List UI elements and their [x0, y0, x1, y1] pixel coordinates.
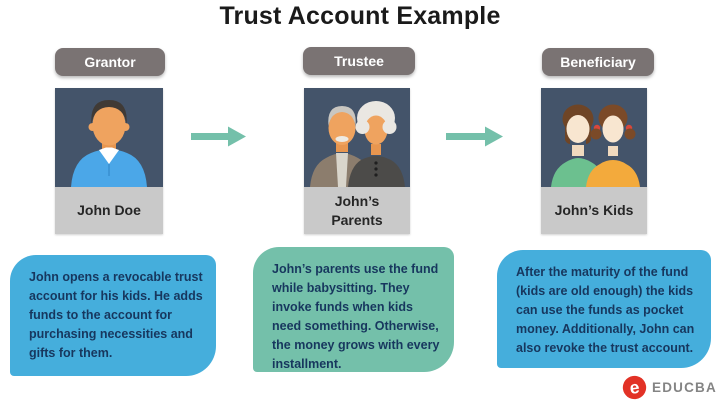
role-label-beneficiary-text: Beneficiary [560, 54, 636, 70]
beneficiary-portrait [541, 88, 647, 187]
grantor-card: John Doe [55, 88, 163, 234]
elderly-couple-figure-icon [304, 88, 410, 187]
educba-logo-text: EDUCBA [652, 380, 717, 395]
trustee-description-box: John’s parents use the fund while babysi… [253, 247, 454, 372]
trustee-portrait [304, 88, 410, 187]
trustee-description-text: John’s parents use the fund while babysi… [272, 262, 440, 371]
beneficiary-name-strip: John’s Kids [541, 187, 647, 234]
grantor-description-text: John opens a revocable trust account for… [29, 270, 203, 360]
grantor-name-strip: John Doe [55, 187, 163, 234]
role-label-trustee-text: Trustee [334, 53, 384, 69]
role-label-trustee: Trustee [303, 47, 415, 75]
man-figure-icon [55, 88, 163, 187]
grantor-description-box: John opens a revocable trust account for… [10, 255, 216, 376]
beneficiary-description-box: After the maturity of the fund (kids are… [497, 250, 711, 368]
arrow-trustee-to-beneficiary-icon [446, 123, 503, 155]
trustee-card: John’s Parents [304, 88, 410, 234]
educba-logo: e EDUCBA [622, 375, 717, 400]
beneficiary-description-text: After the maturity of the fund (kids are… [516, 265, 695, 355]
beneficiary-card: John’s Kids [541, 88, 647, 234]
educba-logo-icon: e [622, 375, 647, 400]
arrow-grantor-to-trustee-icon [191, 123, 246, 155]
diagram-title: Trust Account Example [219, 2, 501, 30]
grantor-portrait [55, 88, 163, 187]
trustee-name: John’s Parents [331, 193, 383, 228]
two-kids-figure-icon [541, 88, 647, 187]
role-label-grantor-text: Grantor [84, 54, 136, 70]
beneficiary-name: John’s Kids [554, 202, 634, 219]
role-label-grantor: Grantor [55, 48, 165, 76]
trustee-name-strip: John’s Parents [304, 187, 410, 234]
grantor-name: John Doe [77, 202, 141, 219]
role-label-beneficiary: Beneficiary [542, 48, 654, 76]
svg-text:e: e [628, 377, 641, 398]
